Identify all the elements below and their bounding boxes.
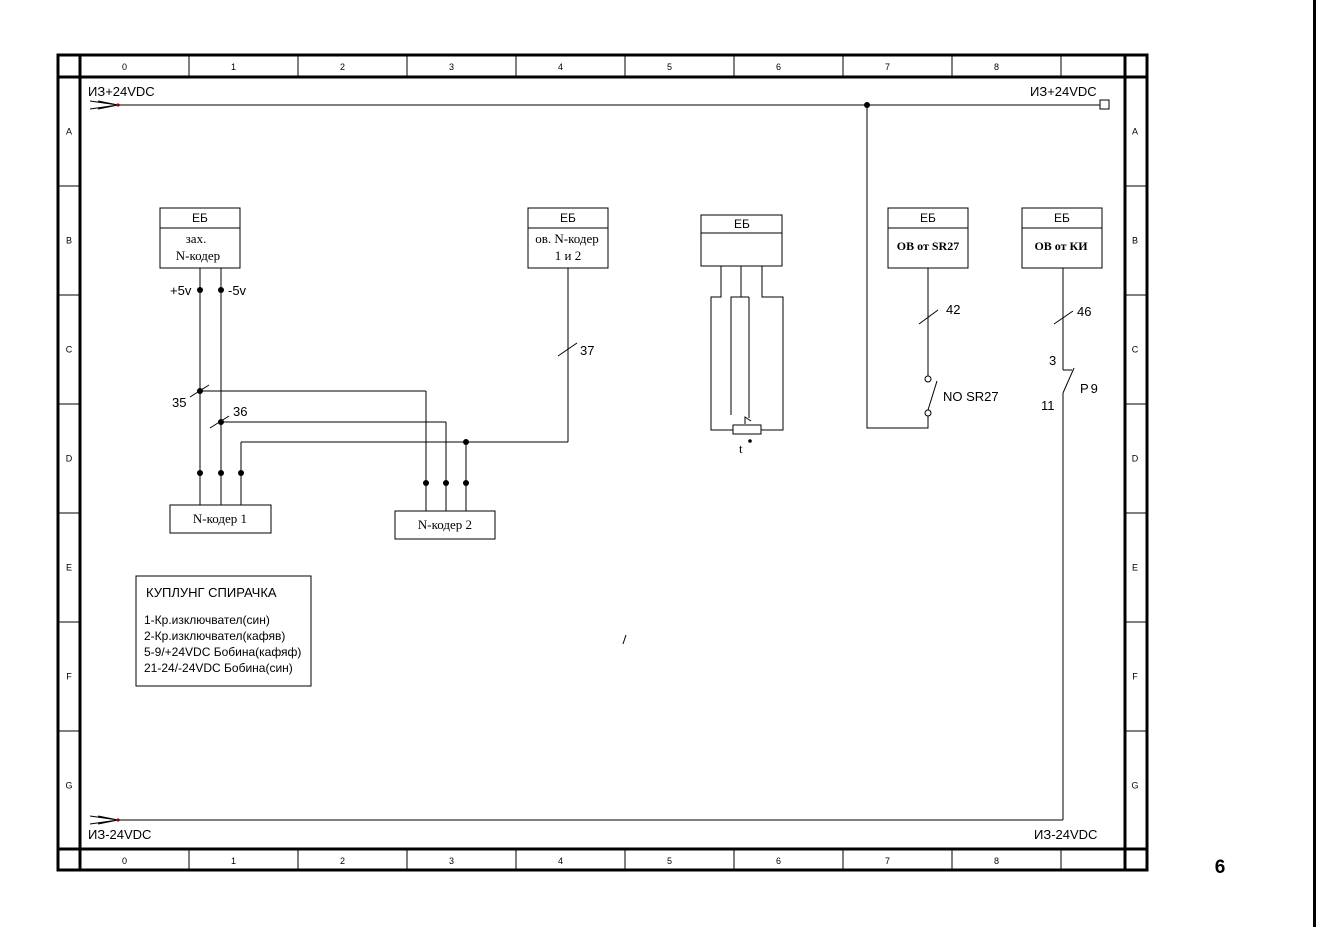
rail-bottom-right-label: ИЗ-24VDC (1034, 827, 1097, 842)
rail-top-left-label: ИЗ+24VDC (88, 84, 155, 99)
legend-box: КУПЛУНГ СПИРАЧКА 1-Кр.изключвател(син) 2… (135, 575, 312, 687)
wire-46-label: 46 (1077, 304, 1091, 319)
column-label: 4 (558, 856, 563, 866)
row-label: B (1132, 236, 1138, 246)
legend-title: КУПЛУНГ СПИРАЧКА (146, 585, 277, 600)
encoder-2-label: N-кодер 2 (418, 517, 472, 532)
stray-mark (622, 634, 627, 645)
row-label: D (66, 454, 73, 464)
plus5v-label: +5v (170, 283, 192, 298)
wire-35-label: 35 (172, 395, 186, 410)
contact-11-label: 11 (1041, 398, 1055, 413)
column-label: 6 (776, 856, 781, 866)
block-line1: ОВ от КИ (1034, 239, 1088, 253)
block-header: ЕБ (920, 211, 936, 225)
column-label: 8 (994, 62, 999, 72)
positive-rail: ИЗ+24VDC ИЗ+24VDC (88, 84, 1110, 110)
column-label: 2 (340, 62, 345, 72)
block-enc-zah: ЕБ зах. N-кодер (159, 207, 241, 269)
row-label: C (1132, 345, 1139, 355)
column-label: 7 (885, 856, 890, 866)
block-header: ЕБ (1054, 211, 1070, 225)
row-label: G (1131, 781, 1138, 791)
contact-3-label: 3 (1049, 353, 1056, 368)
rail-top-right-label: ИЗ+24VDC (1030, 84, 1097, 99)
block-line2: 1 и 2 (555, 248, 581, 263)
row-label: A (66, 127, 72, 137)
row-label: F (66, 672, 72, 682)
row-label: C (66, 345, 73, 355)
row-label: E (66, 563, 72, 573)
no-sr27-label: NO SR27 (943, 389, 999, 404)
block-line1: ОВ от SR27 (897, 239, 959, 253)
row-dividers (58, 185, 1147, 732)
column-label: 8 (994, 856, 999, 866)
row-label: G (65, 781, 72, 791)
encoder-1-label: N-кодер 1 (193, 511, 247, 526)
block-sr27: ЕБ ОВ от SR27 42 NO SR27 (866, 105, 999, 429)
block-temp: ЕБ t (700, 214, 784, 456)
column-dividers (188, 55, 1062, 870)
block-line1: ов. N-кодер (535, 231, 599, 246)
legend-item: 1-Кр.изключвател(син) (144, 613, 270, 627)
row-label: D (1132, 454, 1139, 464)
block-header: ЕБ (192, 211, 208, 225)
drawing-frame (56, 53, 1149, 872)
row-labels-right: A B C D E F G (1131, 127, 1138, 791)
column-labels-top: 0 1 2 3 4 5 6 7 8 (122, 62, 999, 72)
block-header: ЕБ (560, 211, 576, 225)
column-label: 0 (122, 62, 127, 72)
column-label: 2 (340, 856, 345, 866)
page-edge (1313, 0, 1316, 927)
column-label: 7 (885, 62, 890, 72)
legend-item: 2-Кр.изключвател(кафяв) (144, 629, 285, 643)
legend-item: 5-9/+24VDC Бобина(кафяф) (144, 645, 301, 659)
column-label: 5 (667, 62, 672, 72)
column-label: 5 (667, 856, 672, 866)
column-label: 4 (558, 62, 563, 72)
block-line1: зах. (186, 231, 207, 246)
column-label: 1 (231, 856, 236, 866)
column-label: 0 (122, 856, 127, 866)
page-number: 6 (1214, 857, 1226, 878)
row-labels-left: A B C D E F G (65, 127, 72, 791)
row-label: A (1132, 127, 1138, 137)
encoder-wiring: +5v -5v 35 36 37 (170, 268, 594, 511)
wire-37-label: 37 (580, 343, 594, 358)
row-label: B (66, 236, 72, 246)
column-label: 3 (449, 62, 454, 72)
block-header: ЕБ (734, 217, 750, 231)
block-ki: ЕБ ОВ от КИ 46 3 11 P9 (1021, 207, 1103, 820)
block-line2: N-кодер (176, 248, 220, 263)
column-label: 1 (231, 62, 236, 72)
row-label: E (1132, 563, 1138, 573)
block-enc-ov: ЕБ ов. N-кодер 1 и 2 (527, 207, 609, 269)
negative-rail: ИЗ-24VDC ИЗ-24VDC (88, 815, 1097, 842)
column-label: 3 (449, 856, 454, 866)
rail-bottom-left-label: ИЗ-24VDC (88, 827, 151, 842)
temp-label: t (739, 441, 743, 456)
column-label: 6 (776, 62, 781, 72)
column-labels-bottom: 0 1 2 3 4 5 6 7 8 (122, 856, 999, 866)
row-label: F (1132, 672, 1138, 682)
legend-item: 21-24/-24VDC Бобина(син) (144, 661, 293, 675)
encoder-2: N-кодер 2 (394, 510, 496, 540)
minus5v-label: -5v (228, 283, 247, 298)
wire-36-label: 36 (233, 404, 247, 419)
encoder-1: N-кодер 1 (169, 504, 272, 534)
relay-p9-label: P9 (1080, 381, 1100, 396)
wire-42-label: 42 (946, 302, 960, 317)
